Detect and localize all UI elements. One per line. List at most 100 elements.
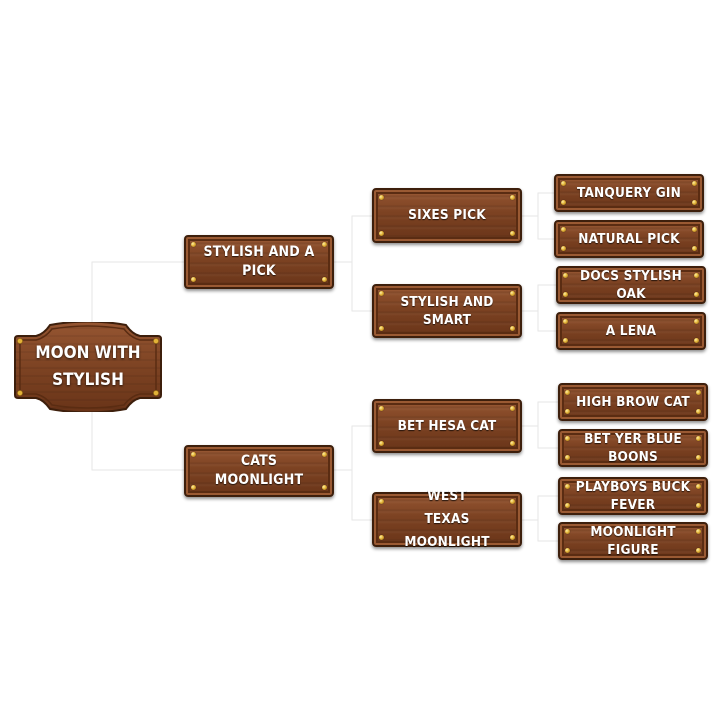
great-grandparent-label-7: PLAYBOYS BUCK FEVER xyxy=(575,478,691,513)
grandparent-sign-3: BET HESA CAT xyxy=(372,399,522,453)
nail-decoration xyxy=(696,529,701,534)
nail-decoration xyxy=(696,548,701,553)
nail-decoration xyxy=(191,485,196,490)
great-grandparent-sign-3: DOCS STYLISH OAK xyxy=(556,266,706,304)
nail-decoration xyxy=(510,326,515,331)
great-grandparent-label-3: DOCS STYLISH OAK xyxy=(580,267,682,302)
great-grandparent-sign-7: PLAYBOYS BUCK FEVER xyxy=(558,477,708,515)
nail-decoration xyxy=(696,503,701,508)
nail-decoration xyxy=(510,441,515,446)
connector-sire-bottom xyxy=(334,261,372,312)
nail-decoration xyxy=(696,390,701,395)
great-grandparent-label-6: BET YER BLUE BOONS xyxy=(584,430,682,465)
nail-decoration xyxy=(563,292,568,297)
grandparent-label-1: SIXES PICK xyxy=(408,207,486,224)
connector-root-top xyxy=(91,261,184,322)
nail-decoration xyxy=(510,499,515,504)
great-grandparent-label-8: MOONLIGHT FIGURE xyxy=(590,523,676,558)
nail-decoration xyxy=(510,406,515,411)
sire-label: STYLISH AND A PICK xyxy=(203,244,315,279)
nail-decoration xyxy=(322,242,327,247)
nail-decoration xyxy=(379,406,384,411)
nail-decoration xyxy=(510,195,515,200)
nail-decoration xyxy=(379,441,384,446)
nail-decoration xyxy=(191,452,196,457)
nail-decoration xyxy=(510,231,515,236)
nail-decoration xyxy=(379,535,384,540)
nail-decoration xyxy=(694,273,699,278)
connector-dam-top xyxy=(334,425,372,471)
sire-sign: STYLISH AND A PICK xyxy=(184,235,334,289)
dam-sign: CATS MOONLIGHT xyxy=(184,445,334,497)
great-grandparent-sign-5: HIGH BROW CAT xyxy=(558,383,708,421)
grandparent-sign-1: SIXES PICK xyxy=(372,188,522,243)
connector-g2d-top xyxy=(522,495,558,521)
nail-decoration xyxy=(565,548,570,553)
connector-root-bottom xyxy=(91,412,184,471)
nail-decoration xyxy=(510,535,515,540)
connector-g2d-bottom xyxy=(522,519,558,542)
root-label: MOON WITH STYLISH xyxy=(35,342,141,390)
grandparent-label-3: BET HESA CAT xyxy=(397,417,497,434)
nail-decoration xyxy=(379,291,384,296)
nail-decoration xyxy=(696,484,701,489)
nail-decoration xyxy=(379,195,384,200)
great-grandparent-sign-6: BET YER BLUE BOONS xyxy=(558,429,708,467)
connector-g2a-top xyxy=(522,192,554,217)
nail-decoration xyxy=(510,291,515,296)
connector-g2c-top xyxy=(522,401,558,427)
great-grandparent-label-5: HIGH BROW CAT xyxy=(576,393,690,410)
great-grandparent-label-1: TANQUERY GIN xyxy=(577,184,681,201)
great-grandparent-label-2: NATURAL PICK xyxy=(578,230,680,247)
nail-decoration xyxy=(565,455,570,460)
nail-decoration xyxy=(565,503,570,508)
root-sign: MOON WITH STYLISH xyxy=(14,322,162,412)
connector-g2b-top xyxy=(522,284,556,312)
nail-decoration xyxy=(692,246,697,251)
nail-decoration xyxy=(379,326,384,331)
nail-decoration xyxy=(565,390,570,395)
nail-decoration xyxy=(563,338,568,343)
nail-decoration xyxy=(692,227,697,232)
nail-decoration xyxy=(696,436,701,441)
connector-dam-bottom xyxy=(334,469,372,521)
grandparent-sign-4: WEST TEXAS MOONLIGHT xyxy=(372,488,522,550)
nail-decoration xyxy=(563,319,568,324)
great-grandparent-label-4: A LENA xyxy=(605,322,657,339)
grandparent-label-2: STYLISH AND SMART xyxy=(400,293,494,328)
connector-g2b-bottom xyxy=(522,310,556,332)
nail-decoration xyxy=(694,319,699,324)
nail-decoration xyxy=(696,455,701,460)
nail-decoration xyxy=(191,242,196,247)
nail-decoration xyxy=(191,277,196,282)
nail-decoration xyxy=(322,277,327,282)
nail-decoration xyxy=(561,246,566,251)
nail-decoration xyxy=(322,485,327,490)
nail-decoration xyxy=(379,231,384,236)
nail-decoration xyxy=(563,273,568,278)
nail-decoration xyxy=(565,484,570,489)
nail-decoration xyxy=(565,409,570,414)
grandparent-label-4: WEST TEXAS MOONLIGHT xyxy=(404,488,490,550)
nail-decoration xyxy=(565,436,570,441)
nail-decoration xyxy=(561,227,566,232)
grandparent-sign-2: STYLISH AND SMART xyxy=(372,284,522,338)
connector-g2a-bottom xyxy=(522,215,554,240)
great-grandparent-sign-4: A LENA xyxy=(556,312,706,350)
nail-decoration xyxy=(694,338,699,343)
nail-decoration xyxy=(561,181,566,186)
connector-g2c-bottom xyxy=(522,425,558,449)
great-grandparent-sign-8: MOONLIGHT FIGURE xyxy=(558,522,708,560)
nail-decoration xyxy=(379,499,384,504)
nail-decoration xyxy=(561,200,566,205)
nail-decoration xyxy=(322,452,327,457)
nail-decoration xyxy=(692,200,697,205)
nail-decoration xyxy=(696,409,701,414)
dam-label: CATS MOONLIGHT xyxy=(214,453,304,488)
root-sign-shape xyxy=(14,322,162,412)
great-grandparent-sign-2: NATURAL PICK xyxy=(554,220,704,258)
nail-decoration xyxy=(692,181,697,186)
great-grandparent-sign-1: TANQUERY GIN xyxy=(554,174,704,212)
